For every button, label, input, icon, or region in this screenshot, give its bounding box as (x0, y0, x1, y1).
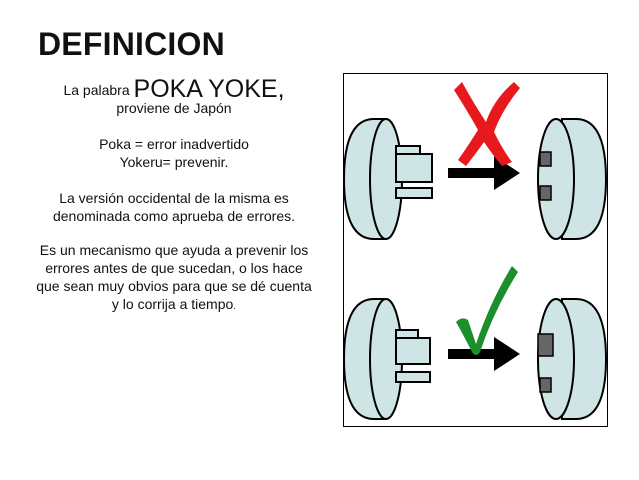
poka-yoke-term: POKA YOKE, (133, 75, 285, 103)
arrow-right-icon-top (448, 156, 520, 190)
intro-line: La palabra POKA YOKE, (34, 77, 314, 102)
checkmark-icon (456, 266, 518, 355)
mechanism-text: Es un mecanismo que ayuda a prevenir los… (34, 241, 314, 316)
left-plug-top (344, 118, 433, 240)
top-panel (344, 82, 607, 240)
left-plug-bottom (344, 298, 431, 420)
right-socket-top (537, 118, 607, 240)
mechanism-end: . (233, 301, 237, 312)
slide-title: DEFINICION (38, 26, 225, 62)
def-yokeru: Yokeru= prevenir. (119, 154, 229, 170)
intro-origin: proviene de Japón (116, 100, 232, 116)
mechanism-body: Es un mecanismo que ayuda a prevenir los… (36, 242, 312, 312)
right-socket-bottom (537, 298, 607, 420)
definition-text: La palabra POKA YOKE, proviene de Japón … (34, 77, 314, 316)
cross-icon (454, 82, 520, 166)
poka-yoke-illustration (343, 73, 608, 427)
plug-diagram (344, 82, 607, 420)
intro-prefix: La palabra (63, 82, 134, 98)
arrow-right-icon-bottom (448, 337, 520, 371)
bottom-panel (344, 266, 607, 420)
def-poka: Poka = error inadvertido (99, 136, 249, 152)
western-version-text: La versión occidental de la misma es den… (52, 190, 296, 224)
